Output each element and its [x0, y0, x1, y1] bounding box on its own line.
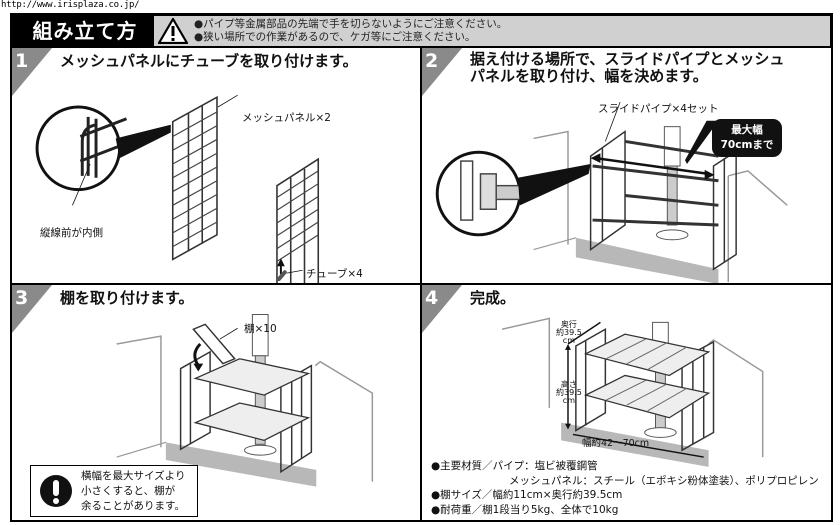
warning-triangle-icon	[158, 18, 188, 44]
warning-text: 横幅を最大サイズより 小さくすると、棚が 余ることがあります。	[81, 469, 185, 514]
spec-list: ●主要材質／パイプ：塩ビ被覆鋼管 メッシュパネル：スチール（エポキシ粉体塗装）、…	[431, 459, 819, 517]
step-2-panel: 2 据え付ける場所で、スライドパイプとメッシュ パネルを取り付け、幅を決めます。	[420, 46, 833, 285]
tube-label: チューブ×4	[306, 268, 363, 280]
step-title-line: パネルを取り付け、幅を決めます。	[470, 67, 708, 85]
completed-rack-illustration	[501, 317, 764, 467]
shelf-label: 棚×10	[244, 323, 277, 335]
step-number: 2	[425, 50, 439, 72]
width-dimension: 幅約42～70cm	[582, 438, 650, 449]
mesh-panel-illustration	[35, 94, 320, 283]
source-url: http://www.irisplaza.co.jp/	[1, 0, 140, 10]
step-number: 1	[15, 50, 29, 72]
warning-line: 小さくすると、棚が	[81, 485, 176, 497]
spec-shelf-size: ●棚サイズ／幅約11cm×奥行約39.5cm	[431, 489, 623, 501]
step-title-line: 据え付ける場所で、スライドパイプとメッシュ	[470, 50, 785, 68]
step-title: 棚を取り付けます。	[60, 289, 194, 307]
spec-material: ●主要材質／パイプ：塩ビ被覆鋼管	[431, 460, 598, 472]
step-title: 完成。	[470, 289, 516, 307]
page-title: 組み立て方	[32, 19, 138, 43]
depth-unit: cm	[562, 336, 575, 345]
caution-line: ●パイプ等金属部品の先端で手を切らないようにご注意ください。	[194, 18, 508, 30]
step-number: 3	[15, 287, 29, 309]
height-unit: cm	[562, 396, 575, 405]
max-width-line: 70cmまで	[720, 139, 774, 151]
mesh-panel-label: メッシュパネル×2	[242, 112, 331, 124]
depth-value: 約39.5	[556, 328, 582, 337]
spec-load: ●耐荷重／棚1段当り5kg、全体で10kg	[431, 503, 619, 516]
step-badge	[422, 285, 462, 333]
warning-note: 横幅を最大サイズより 小さくすると、棚が 余ることがあります。	[30, 465, 198, 517]
caution-box: ●パイプ等金属部品の先端で手を切らないようにご注意ください。 ●狭い場所での作業…	[154, 16, 830, 46]
depth-label: 奥行	[560, 320, 577, 329]
step-4-panel: 4 完成。	[420, 283, 833, 522]
step-badge	[12, 48, 52, 96]
depth-dimension: 奥行 約39.5 cm	[556, 321, 582, 345]
header-bar: 組み立て方 ●パイプ等金属部品の先端で手を切らないようにご注意ください。 ●狭い…	[12, 15, 831, 48]
max-width-line: 最大幅	[731, 124, 763, 136]
step-title: 据え付ける場所で、スライドパイプとメッシュ パネルを取り付け、幅を決めます。	[470, 51, 784, 85]
warning-line: 余ることがあります。	[81, 500, 185, 512]
shelf-install-illustration	[116, 314, 374, 487]
height-dimension: 高さ 約39.5 cm	[556, 381, 582, 405]
step-1-panel: 1 メッシュパネルにチューブを取り付けます。	[10, 46, 422, 285]
caution-text: ●パイプ等金属部品の先端で手を切らないようにご注意ください。 ●狭い場所での作業…	[194, 18, 507, 44]
assembly-sheet: 組み立て方 ●パイプ等金属部品の先端で手を切らないようにご注意ください。 ●狭い…	[10, 13, 833, 522]
slide-pipe-illustration	[435, 101, 788, 283]
exclamation-circle-icon	[40, 475, 72, 507]
step-badge	[422, 48, 462, 96]
warning-line: 横幅を最大サイズより	[81, 470, 186, 482]
step-badge	[12, 285, 52, 333]
max-width-callout: 最大幅 70cmまで	[712, 119, 782, 157]
step-3-panel: 3 棚を取り付けます。 棚×10	[10, 283, 422, 522]
spec-material-mesh: メッシュパネル：スチール（エポキシ粉体塗装）、ポリプロピレン	[509, 474, 819, 487]
height-label: 高さ	[560, 380, 577, 389]
height-value: 約39.5	[556, 388, 582, 397]
step-title: メッシュパネルにチューブを取り付けます。	[60, 52, 358, 70]
step-number: 4	[425, 287, 439, 309]
caution-line: ●狭い場所での作業があるので、ケガ等にご注意ください。	[194, 31, 476, 43]
slide-pipe-label: スライドパイプ×4セット	[598, 103, 719, 115]
vertical-wire-label: 縦線前が内側	[40, 227, 103, 239]
